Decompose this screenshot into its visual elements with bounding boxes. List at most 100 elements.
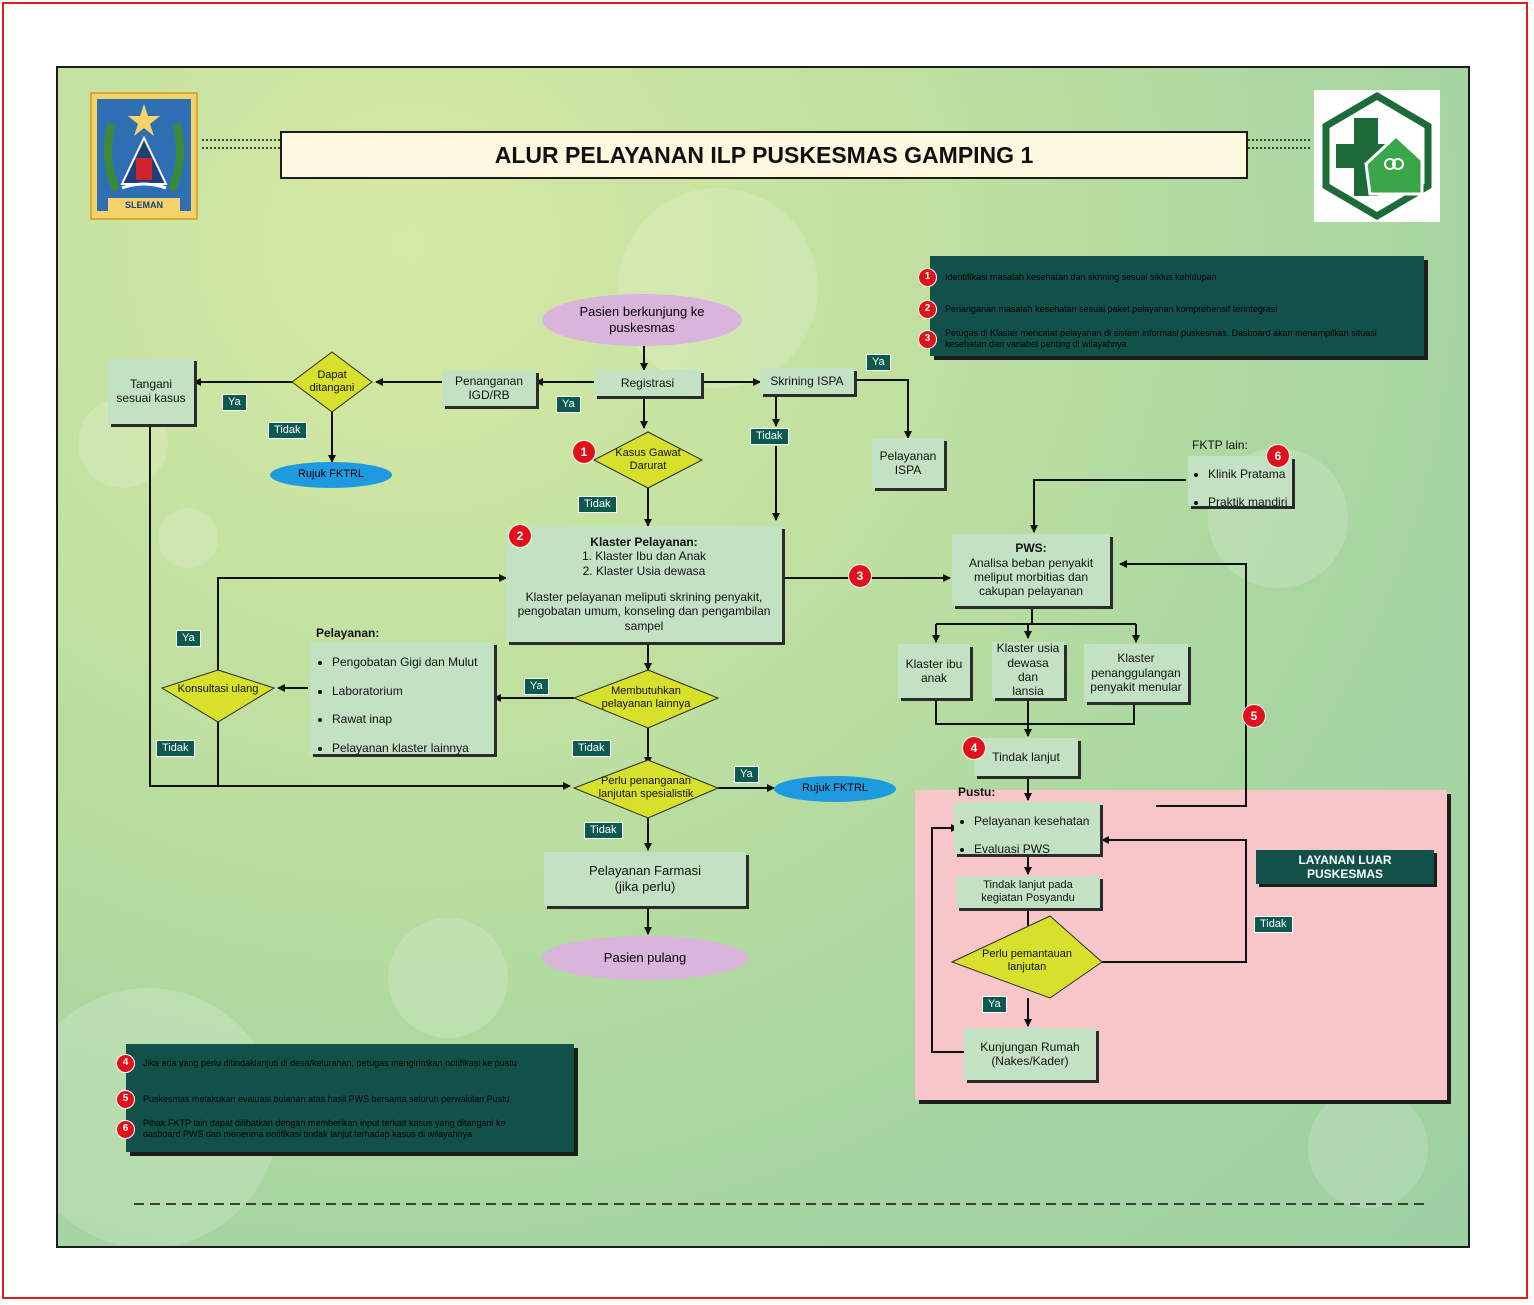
legend-item-4: 4 Jika ada yang perlu ditindaklanjuti di… <box>116 1054 556 1073</box>
pustu-item: Evaluasi PWS <box>974 842 1089 856</box>
pelayanan-list: Pengobatan Gigi dan Mulut Laboratorium R… <box>316 640 477 770</box>
puskesmas-logo <box>1314 90 1440 222</box>
legend-item-2: 2 Penanganan masalah kesehatan sesuai pa… <box>918 300 1418 319</box>
legend-text: Jika ada yang perlu ditindaklanjuti di d… <box>143 1057 517 1068</box>
bokeh-decoration <box>618 188 818 388</box>
tag-ya: Ya <box>866 354 891 371</box>
fktp-title: FKTP lain: <box>1192 437 1248 452</box>
pelayanan-item: Pelayanan klaster lainnya <box>332 741 477 755</box>
tag-tidak: Tidak <box>572 740 611 757</box>
marker-3: 3 <box>848 564 872 588</box>
klaster-menular-box: Klaster penanggulangan penyakit menular <box>1084 644 1188 702</box>
sleman-emblem-icon <box>103 104 185 192</box>
farmasi-box: Pelayanan Farmasi (jika perlu) <box>544 852 746 906</box>
tag-ya: Ya <box>524 678 549 695</box>
tag-ya: Ya <box>176 630 201 647</box>
marker-5: 5 <box>1242 704 1266 728</box>
marker-1: 1 <box>572 440 596 464</box>
fktp-item: Praktik mandiri <box>1208 495 1287 509</box>
tag-tidak: Tidak <box>156 740 195 757</box>
legend-item-3: 3 Petugas di Klaster mencatat pelayanan … <box>918 328 1418 351</box>
dapat-ditangani-diamond: Dapat ditangani <box>309 369 355 394</box>
pustu-box: Pustu: Pelayanan kesehatan Evaluasi PWS <box>954 785 1100 856</box>
perlu-spesialistik-diamond: Perlu penanganan lanjutan spesialistik <box>598 775 694 800</box>
legend-text: Pihak FKTP lain dapat dilibatkan dengan … <box>143 1118 506 1140</box>
tag-tidak: Tidak <box>750 428 789 445</box>
legend-num-badge: 1 <box>918 268 937 287</box>
decision-diamonds <box>160 351 1103 999</box>
legend-top <box>930 256 1424 356</box>
legend-item-1: 1 Identifikasi masalah kesehatan dan skr… <box>918 268 1418 287</box>
perlu-pemantauan-diamond: Perlu pemantauan lanjutan <box>982 948 1072 973</box>
pelayanan-item: Laboratorium <box>332 684 477 698</box>
marker-6: 6 <box>1266 444 1290 468</box>
kasus-gawat-diamond: Kasus Gawat Darurat <box>615 447 681 472</box>
bokeh-decoration <box>158 508 218 568</box>
tindak-lanjut-box: Tindak lanjut <box>974 738 1078 776</box>
legend-item-5: 5 Puskesmas melakukan evaluasi bulanan a… <box>116 1090 556 1109</box>
legend-text: Identifikasi masalah kesehatan dan skrin… <box>945 271 1217 282</box>
klaster-title: Klaster Pelayanan: <box>590 534 698 549</box>
fktp-item: Klinik Pratama <box>1208 467 1287 481</box>
marker-4: 4 <box>962 736 986 760</box>
membutuhkan-diamond: Membutuhkan pelayanan lainnya <box>601 685 691 710</box>
tag-ya: Ya <box>734 766 759 783</box>
page-title: ALUR PELAYANAN ILP PUSKESMAS GAMPING 1 <box>280 131 1248 179</box>
igd-box: Penanganan IGD/RB <box>442 370 536 406</box>
skrining-ispa-box: Skrining ISPA <box>760 368 854 394</box>
connector-lines <box>134 139 1430 1205</box>
klaster-usia-box: Klaster usia dewasa dan lansia <box>992 641 1064 698</box>
bokeh-decoration <box>388 918 508 1038</box>
tag-ya: Ya <box>556 396 581 413</box>
tag-tidak: Tidak <box>578 496 617 513</box>
pelayanan-item: Pengobatan Gigi dan Mulut <box>332 655 477 669</box>
end-node: Pasien pulang <box>542 936 748 980</box>
pws-box: PWS: Analisa beban penyakit meliput morb… <box>952 534 1110 606</box>
klaster-pelayanan-box: Klaster Pelayanan: 1. Klaster Ibu dan An… <box>506 526 782 642</box>
start-node: Pasien berkunjung ke puskesmas <box>542 294 742 346</box>
tag-tidak: Tidak <box>268 422 307 439</box>
pws-title: PWS: <box>1015 541 1047 556</box>
tag-tidak: Tidak <box>1254 916 1293 933</box>
pustu-list: Pelayanan kesehatan Evaluasi PWS <box>958 799 1089 871</box>
tag-ya: Ya <box>982 996 1007 1013</box>
legend-num-badge: 2 <box>918 300 937 319</box>
konsultasi-ulang-diamond: Konsultasi ulang <box>177 682 259 695</box>
fktp-list: Klinik Pratama Praktik mandiri <box>1192 452 1287 524</box>
legend-num-badge: 4 <box>116 1054 135 1073</box>
pustu-item: Pelayanan kesehatan <box>974 814 1089 828</box>
tag-tidak: Tidak <box>584 822 623 839</box>
kunjungan-rumah-box: Kunjungan Rumah (Nakes/Kader) <box>964 1028 1096 1080</box>
klaster-ibu-anak-box: Klaster ibu anak <box>898 644 970 698</box>
legend-num-badge: 6 <box>116 1119 135 1139</box>
legend-bottom <box>126 1044 574 1152</box>
legend-text: Penanganan masalah kesehatan sesuai pake… <box>945 303 1278 314</box>
tangani-box: Tangani sesuai kasus <box>108 358 194 424</box>
pelayanan-item: Rawat inap <box>332 712 477 726</box>
legend-item-6: 6 Pihak FKTP lain dapat dilibatkan denga… <box>116 1118 536 1141</box>
klaster-desc: Klaster pelayanan meliputi skrining peny… <box>517 590 771 633</box>
bokeh-decoration <box>1308 1088 1428 1208</box>
legend-text: Petugas di Klaster mencatat pelayanan di… <box>945 328 1377 350</box>
diagram-panel: SLEMAN ALUR PELAYANAN ILP PUSKESMAS GAMP… <box>56 66 1470 1248</box>
pelayanan-box: Pelayanan: Pengobatan Gigi dan Mulut Lab… <box>310 626 494 755</box>
pelayanan-title: Pelayanan: <box>316 626 380 641</box>
rujuk-fktrl-oval-2: Rujuk FKTRL <box>774 776 896 802</box>
pws-desc: Analisa beban penyakit meliput morbitias… <box>968 555 1094 599</box>
sleman-logo: SLEMAN <box>90 92 198 220</box>
legend-text: Puskesmas melakukan evaluasi bulanan ata… <box>143 1093 510 1104</box>
posyandu-box: Tindak lanjut pada kegiatan Posyandu <box>956 876 1100 908</box>
legend-num-badge: 3 <box>918 329 937 349</box>
tag-ya: Ya <box>222 394 247 411</box>
klaster-list: 1. Klaster Ibu dan Anak 2. Klaster Usia … <box>581 549 707 578</box>
marker-2: 2 <box>508 524 532 548</box>
puskesmas-cross-icon <box>1322 91 1432 221</box>
fktp-lain-box: FKTP lain: Klinik Pratama Praktik mandir… <box>1188 438 1292 509</box>
legend-num-badge: 5 <box>116 1090 135 1109</box>
rujuk-fktrl-oval: Rujuk FKTRL <box>270 462 392 488</box>
pelayanan-ispa-box: Pelayanan ISPA <box>872 438 944 488</box>
layanan-luar-label: LAYANAN LUAR PUSKESMAS <box>1256 850 1434 884</box>
registrasi-box: Registrasi <box>594 370 701 396</box>
sleman-logo-text: SLEMAN <box>108 198 180 212</box>
